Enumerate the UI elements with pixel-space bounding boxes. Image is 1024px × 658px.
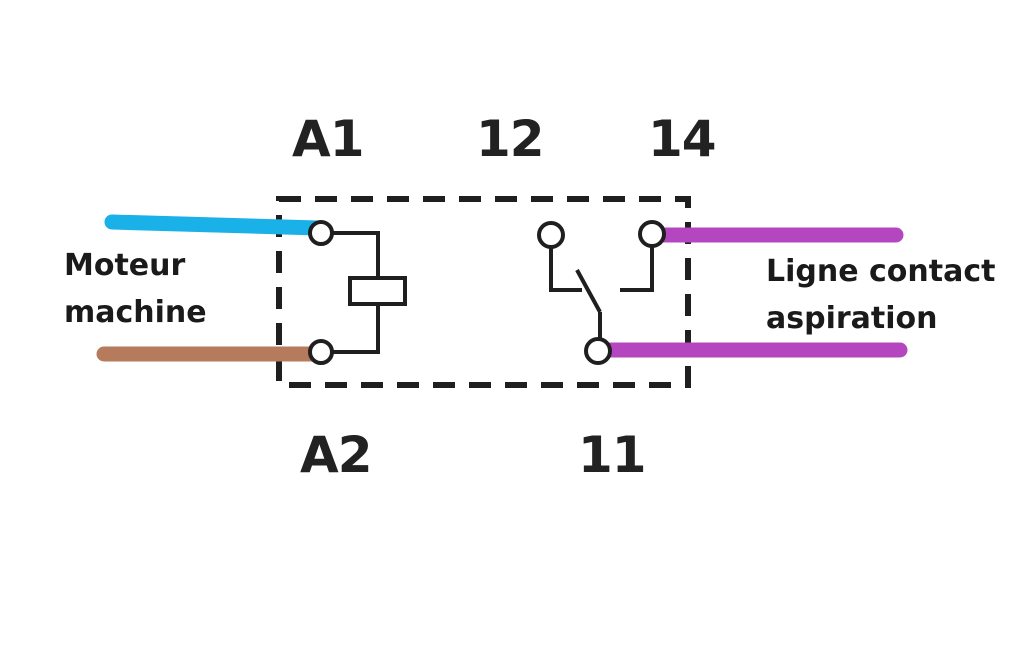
terminal-a2-circle bbox=[308, 339, 334, 365]
terminal-label-a2: A2 bbox=[300, 426, 372, 484]
left-label-line1: Moteur bbox=[64, 248, 186, 283]
terminal-label-12: 12 bbox=[476, 110, 544, 168]
blue-wire bbox=[104, 214, 326, 236]
terminal-a1-circle bbox=[308, 220, 334, 246]
relay-enclosure bbox=[276, 196, 691, 388]
right-label-line1: Ligne contact bbox=[766, 254, 995, 289]
left-label-line2: machine bbox=[64, 295, 207, 330]
terminal-11-circle bbox=[584, 337, 612, 365]
terminal-label-14: 14 bbox=[648, 110, 716, 168]
terminal-label-a1: A1 bbox=[292, 110, 364, 168]
right-label-line2: aspiration bbox=[766, 301, 938, 336]
contact-switch-symbol bbox=[549, 246, 654, 340]
terminal-14-circle bbox=[638, 220, 666, 248]
terminal-12-circle bbox=[537, 221, 565, 249]
terminal-label-11: 11 bbox=[578, 426, 646, 484]
coil-symbol bbox=[332, 231, 407, 354]
